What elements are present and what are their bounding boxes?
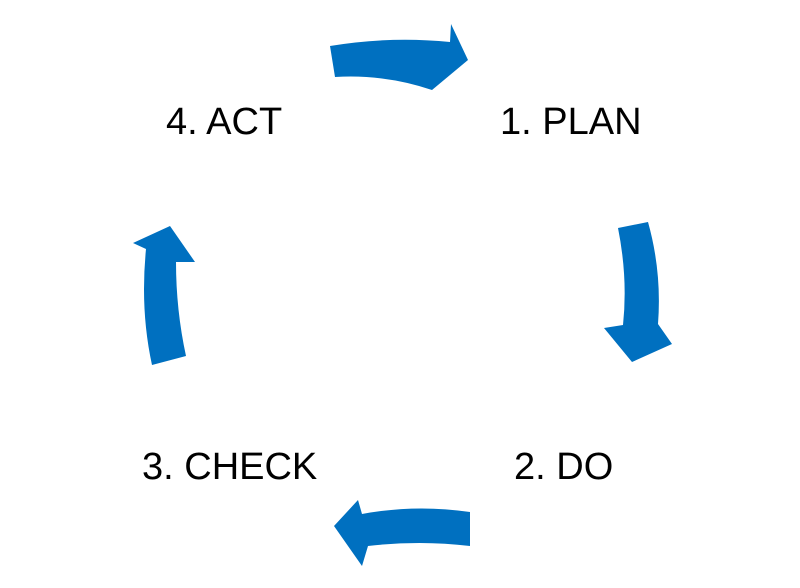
- step-label-check: 3. CHECK: [142, 446, 317, 488]
- arrow-act-to-plan: [330, 24, 468, 90]
- step-label-act: 4. ACT: [166, 101, 282, 143]
- arrow-plan-to-do: [604, 222, 672, 362]
- step-label-plan: 1. PLAN: [500, 101, 642, 143]
- step-label-do: 2. DO: [514, 446, 613, 488]
- arrow-check-to-act: [133, 226, 195, 365]
- arrow-do-to-check: [334, 500, 470, 566]
